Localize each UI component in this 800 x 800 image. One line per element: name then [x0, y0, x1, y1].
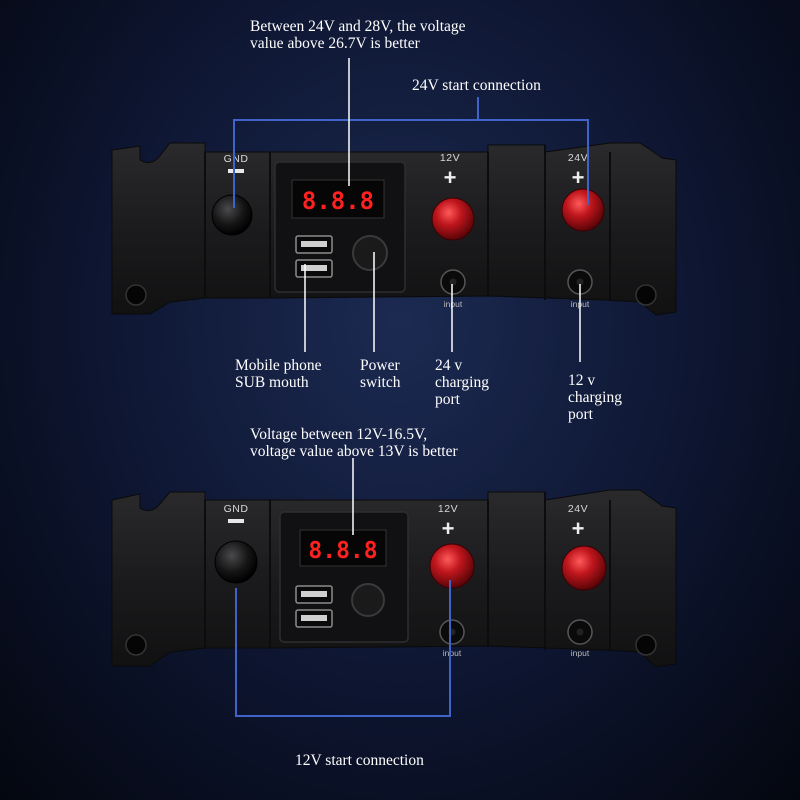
- top-panel: 8.8.8 GND 12V + input 24V + input: [111, 142, 677, 316]
- callout-power-switch: Power switch: [360, 357, 401, 391]
- label-12v: 12V: [440, 152, 460, 164]
- input-label: input: [571, 648, 590, 658]
- screw-hole-icon: [125, 634, 147, 656]
- callout-24v-charging: 24 v charging port: [435, 357, 489, 408]
- red-knob-24v[interactable]: [561, 188, 605, 232]
- callout-bottom-voltage: Voltage between 12V-16.5V, voltage value…: [250, 426, 458, 460]
- plus-sign-icon: +: [572, 516, 585, 541]
- callout-usb: Mobile phone SUB mouth: [235, 357, 322, 391]
- minus-sign-icon: [228, 519, 244, 523]
- display-digits: 8.8.8: [308, 538, 377, 564]
- red-knob-12v[interactable]: [429, 543, 475, 589]
- screw-hole-icon: [635, 284, 657, 306]
- bottom-panel: 8.8.8 GND 12V + input 24V + input: [111, 489, 677, 668]
- screw-hole-icon: [635, 634, 657, 656]
- voltage-display: [299, 529, 387, 567]
- input-label: input: [443, 648, 462, 658]
- connection-line-24v-start: [233, 119, 589, 208]
- screw-hole-icon: [125, 284, 147, 306]
- plus-sign-icon: +: [572, 165, 585, 190]
- input-label: input: [444, 299, 463, 309]
- gnd-black-knob[interactable]: [211, 194, 253, 236]
- plus-sign-icon: +: [442, 516, 455, 541]
- gnd-label: GND: [224, 503, 249, 515]
- display-digits: 8.8.8: [302, 187, 374, 215]
- plus-sign-icon: +: [444, 165, 457, 190]
- gnd-label: GND: [224, 153, 249, 165]
- callout-12v-start: 12V start connection: [295, 752, 424, 769]
- power-switch-icon[interactable]: [352, 235, 388, 271]
- voltage-display: [291, 179, 385, 219]
- label-24v: 24V: [568, 503, 588, 515]
- gnd-black-knob[interactable]: [214, 540, 258, 584]
- label-24v: 24V: [568, 152, 588, 164]
- minus-sign-icon: [228, 169, 244, 173]
- label-12v: 12V: [438, 503, 458, 515]
- power-switch-icon[interactable]: [351, 583, 385, 617]
- callout-12v-charging: 12 v charging port: [568, 372, 622, 423]
- callout-top-voltage: Between 24V and 28V, the voltage value a…: [250, 18, 466, 52]
- red-knob-12v[interactable]: [431, 197, 475, 241]
- connection-line-12v-start: [235, 580, 451, 717]
- red-knob-24v[interactable]: [561, 545, 607, 591]
- callout-24v-start: 24V start connection: [412, 77, 541, 94]
